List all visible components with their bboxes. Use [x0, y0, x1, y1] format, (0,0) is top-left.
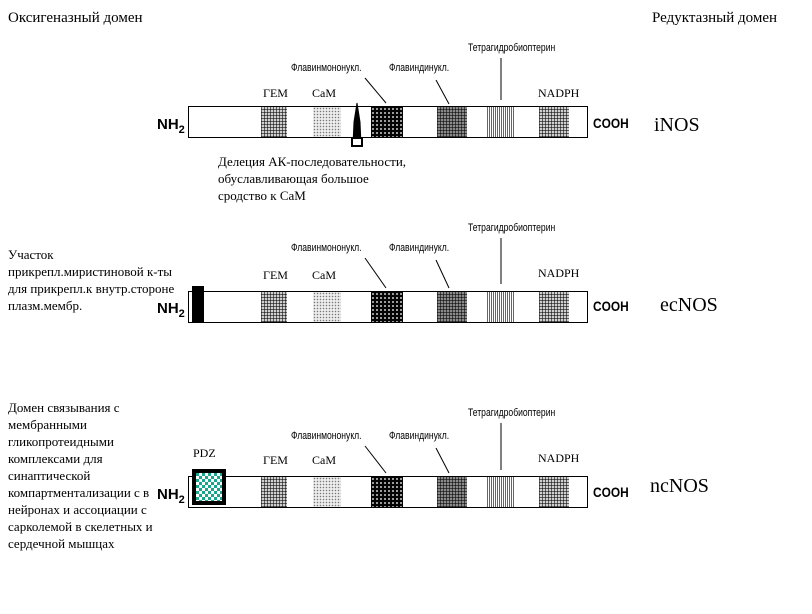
ecnos-nadph-segment: [539, 292, 569, 322]
ncnos-cooh-terminus: COOH: [593, 484, 629, 500]
ncnos-pdz-label: PDZ: [193, 446, 216, 460]
ecnos-fmn-segment: [371, 292, 403, 322]
ecnos-nh2-terminus: NH2: [157, 300, 185, 320]
inos-nadph-segment: [539, 107, 569, 137]
ncnos-protein-bar: [188, 476, 588, 508]
oxygenase-domain-header: Оксигеназный домен: [8, 10, 143, 26]
ncnos-nadph-label: NADPH: [538, 451, 580, 465]
reductase-domain-header: Редуктазный домен: [652, 10, 778, 26]
ncnos-nh2-terminus: NH2: [157, 486, 185, 506]
ecnos-bh4-segment: [487, 292, 515, 322]
ncnos-name: ncNOS: [650, 475, 709, 497]
ecnos-cam-segment: [313, 292, 341, 322]
ncnos-cam-label: CaM: [312, 453, 336, 467]
ecnos-myristoyl-note: Участок прикрепл.миристиновой к-ты для п…: [8, 247, 175, 313]
ecnos-myristoyl-segment: [192, 286, 204, 322]
ncnos-cam-segment: [313, 477, 341, 507]
ecnos-name: ecNOS: [660, 294, 718, 316]
ecnos-nadph-label: NADPH: [538, 266, 580, 280]
inos-gem-label: ГЕМ: [263, 86, 288, 100]
ncnos-pdz-note: Домен связывания с мембранными гликопрот…: [8, 400, 153, 551]
inos-fmn-segment: [371, 107, 403, 137]
inos-protein-bar: [188, 106, 588, 138]
ncnos-fad-label: Флавиндинукл.: [389, 430, 450, 442]
ncnos-gem-segment: [261, 477, 287, 507]
ncnos-gem-label: ГЕМ: [263, 453, 288, 467]
ecnos-fmn-label: Флавинмононукл.: [291, 242, 362, 254]
inos-nadph-label: NADPH: [538, 86, 580, 100]
inos-fad-segment: [437, 107, 467, 137]
ecnos-bh4-label: Тетрагидробиоптерин: [468, 222, 556, 234]
ecnos-fad-segment: [437, 292, 467, 322]
ecnos-cam-label: CaM: [312, 268, 336, 282]
inos-deletion-marker: [351, 102, 363, 147]
ncnos-fmn-label: Флавинмононукл.: [291, 430, 362, 442]
inos-deletion-note: Делеция АК-последовательности, обуславли…: [218, 154, 407, 203]
inos-cooh-terminus: COOH: [593, 115, 629, 131]
ncnos-fad-segment: [437, 477, 467, 507]
ecnos-gem-label: ГЕМ: [263, 268, 288, 282]
inos-pointer-lines: [364, 58, 502, 105]
ecnos-protein-bar: [188, 286, 588, 323]
ncnos-fmn-segment: [371, 477, 403, 507]
inos-cam-segment: [313, 107, 341, 137]
ecnos-row: Участок прикрепл.миристиновой к-ты для п…: [8, 222, 718, 323]
ecnos-cooh-terminus: COOH: [593, 298, 629, 314]
inos-bh4-segment: [487, 107, 515, 137]
ncnos-pdz-domain: [192, 469, 226, 505]
ecnos-pointer-lines: [364, 238, 502, 289]
ecnos-gem-segment: [261, 292, 287, 322]
inos-gem-segment: [261, 107, 287, 137]
ncnos-bh4-label: Тетрагидробиоптерин: [468, 407, 556, 419]
inos-nh2-terminus: NH2: [157, 116, 185, 136]
inos-cam-label: CaM: [312, 86, 336, 100]
inos-name: iNOS: [654, 114, 700, 136]
inos-fmn-label: Флавинмононукл.: [291, 62, 362, 74]
ncnos-bh4-segment: [487, 477, 515, 507]
inos-bh4-label: Тетрагидробиоптерин: [468, 42, 556, 54]
ecnos-fad-label: Флавиндинукл.: [389, 242, 450, 254]
inos-fad-label: Флавиндинукл.: [389, 62, 450, 74]
ncnos-nadph-segment: [539, 477, 569, 507]
inos-row: Флавинмононукл. Флавиндинукл. Тетрагидро…: [0, 0, 812, 230]
